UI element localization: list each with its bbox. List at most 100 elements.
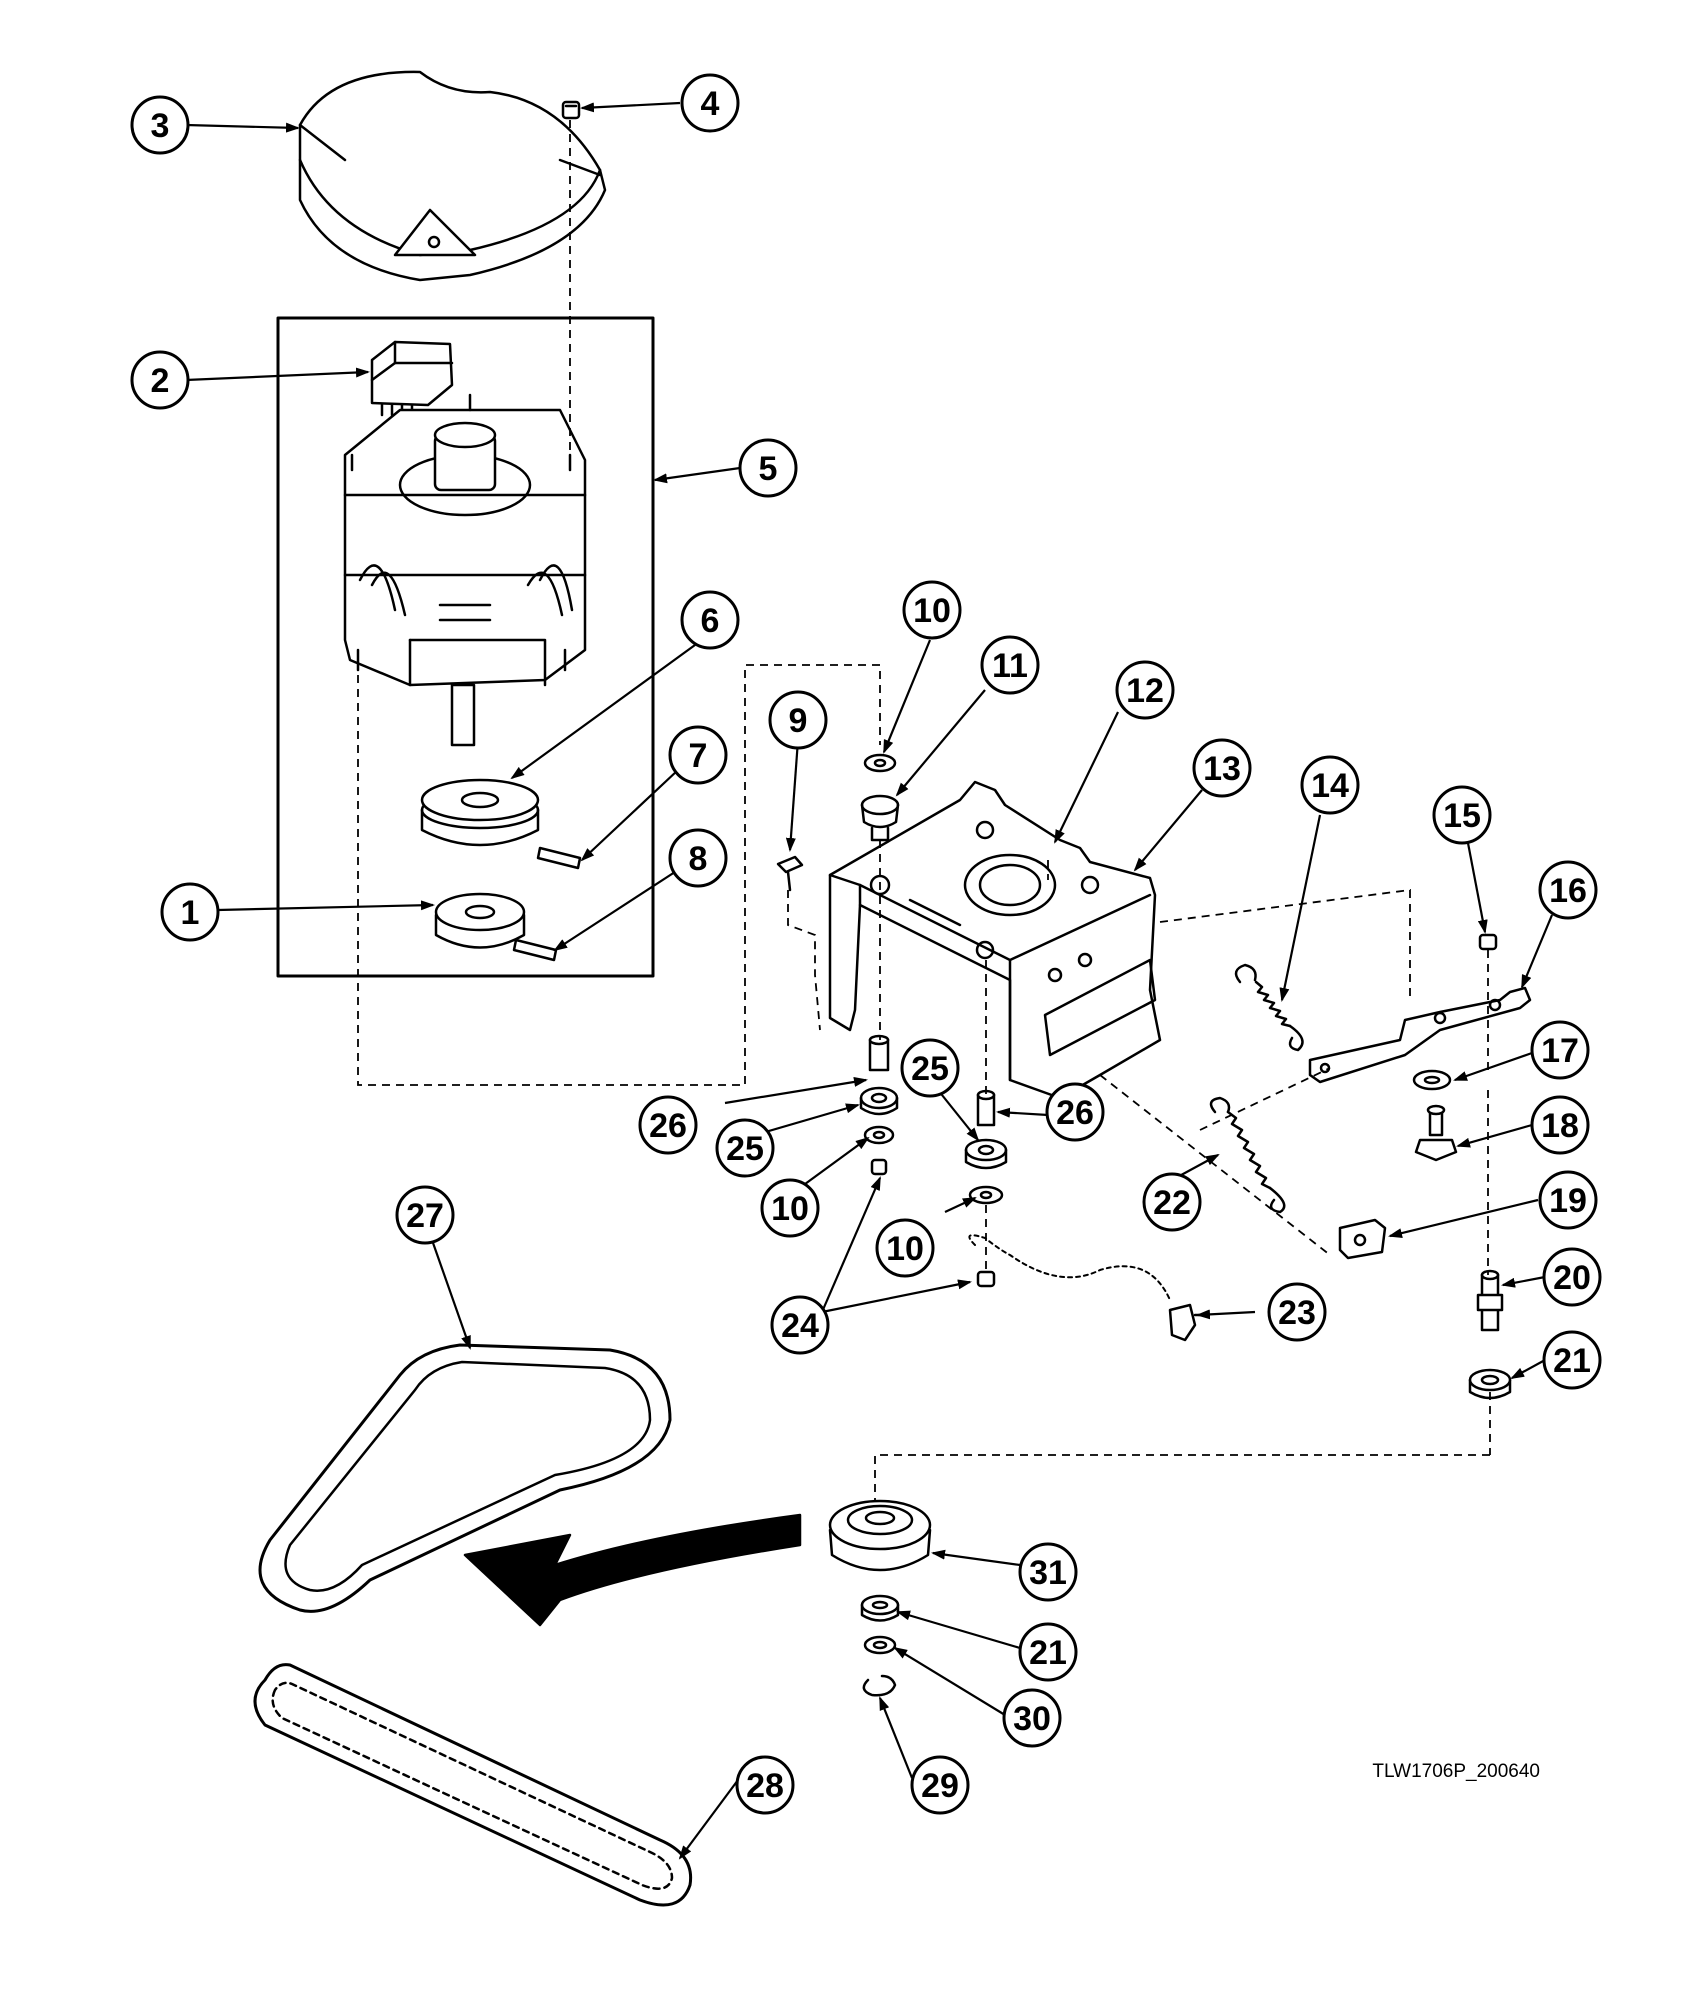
spring-clip [1338,1218,1387,1260]
svg-text:5: 5 [759,450,778,488]
toothed-belt [253,1663,693,1907]
motor-body [343,393,587,747]
upper-washer [863,753,897,773]
callout-8: 8 [668,828,728,888]
callout-25-a: 25 [715,1118,775,1178]
shoulder-bolt [1414,1104,1458,1162]
callout-11: 11 [980,635,1040,695]
ground-wire [968,1234,1207,1342]
cover-nut [561,100,581,120]
callout-12: 12 [1115,660,1175,720]
callout-7: 7 [668,725,728,785]
svg-text:7: 7 [689,737,708,775]
callout-14: 14 [1300,755,1360,815]
callout-29: 29 [910,1755,970,1815]
idler-lever [1308,986,1532,1084]
roll-pin-lower [512,938,558,962]
svg-text:10: 10 [771,1190,809,1228]
svg-text:17: 17 [1541,1032,1579,1070]
callout-2: 2 [130,350,190,410]
callout-18: 18 [1530,1095,1590,1155]
svg-text:1: 1 [181,894,200,932]
svg-text:4: 4 [701,85,720,123]
svg-text:12: 12 [1126,672,1164,710]
callout-10-a: 10 [902,580,962,640]
callout-20: 20 [1542,1247,1602,1307]
callout-13: 13 [1192,738,1252,798]
callout-26-b: 26 [1045,1082,1105,1142]
svg-text:21: 21 [1553,1342,1591,1380]
svg-text:29: 29 [921,1767,959,1805]
right-mount-stack [964,1089,1008,1288]
svg-text:31: 31 [1029,1554,1067,1592]
upper-bushing [860,794,900,842]
svg-text:19: 19 [1549,1182,1587,1220]
pivot-stud [1476,1269,1504,1332]
svg-text:11: 11 [992,647,1028,685]
svg-text:10: 10 [913,592,951,630]
motor-pulley [420,778,540,847]
svg-text:25: 25 [726,1130,764,1168]
bracket-screw [776,855,804,892]
callout-6: 6 [680,590,740,650]
drive-belt [258,1343,672,1613]
callout-22: 22 [1142,1172,1202,1232]
svg-text:14: 14 [1311,767,1349,805]
pulley-spacer [860,1594,900,1622]
callout-19: 19 [1538,1170,1598,1230]
svg-text:27: 27 [406,1197,444,1235]
leader-lines [185,101,1554,1860]
svg-text:30: 30 [1013,1700,1051,1738]
retaining-ring [862,1674,897,1697]
assembly-lines [357,120,1491,1500]
svg-text:26: 26 [1056,1094,1094,1132]
tension-spring-upper [1234,963,1304,1052]
callout-23: 23 [1267,1282,1327,1342]
motor-assembly-frame [276,316,655,978]
callout-25-b: 25 [900,1038,960,1098]
svg-text:16: 16 [1549,872,1587,910]
drawing-id: TLW1706P_200640 [1372,1761,1540,1782]
idler-pulley [828,1499,932,1572]
lever-washer [1412,1069,1452,1091]
callout-26-a: 26 [638,1095,698,1155]
roll-pin-upper [536,846,582,870]
callout-28: 28 [735,1755,795,1815]
callout-21-b: 21 [1018,1622,1078,1682]
svg-text:2: 2 [151,362,170,400]
motor-mount-bracket [828,780,1162,1100]
callouts: 1 2 3 4 5 6 7 8 9 10 10 10 11 12 13 14 1… [130,73,1602,1815]
callout-31: 31 [1018,1542,1078,1602]
svg-text:25: 25 [911,1050,949,1088]
callout-15: 15 [1432,785,1492,845]
pulley-washer [863,1635,897,1655]
svg-text:22: 22 [1153,1184,1191,1222]
svg-text:26: 26 [649,1107,687,1145]
svg-text:10: 10 [886,1230,924,1268]
callout-17: 17 [1530,1020,1590,1080]
callout-4: 4 [680,73,740,133]
stud-spacer [1468,1368,1512,1400]
svg-text:13: 13 [1203,750,1241,788]
svg-text:21: 21 [1029,1634,1067,1672]
callout-1: 1 [160,882,220,942]
svg-text:3: 3 [151,107,170,145]
callout-5: 5 [738,438,798,498]
belt-arrow [463,1513,802,1627]
motor-cover [298,70,607,282]
svg-text:9: 9 [789,702,808,740]
svg-text:8: 8 [689,840,708,878]
callout-21-a: 21 [1542,1330,1602,1390]
svg-text:15: 15 [1443,797,1481,835]
svg-text:24: 24 [781,1307,819,1345]
callout-30: 30 [1002,1688,1062,1748]
svg-text:20: 20 [1553,1259,1591,1297]
left-mount-stack [859,1034,899,1176]
svg-text:28: 28 [746,1767,784,1805]
svg-text:23: 23 [1278,1294,1316,1332]
callout-16: 16 [1538,860,1598,920]
callout-10-b: 10 [760,1178,820,1238]
svg-text:18: 18 [1541,1107,1579,1145]
tension-spring-lower [1209,1096,1286,1214]
